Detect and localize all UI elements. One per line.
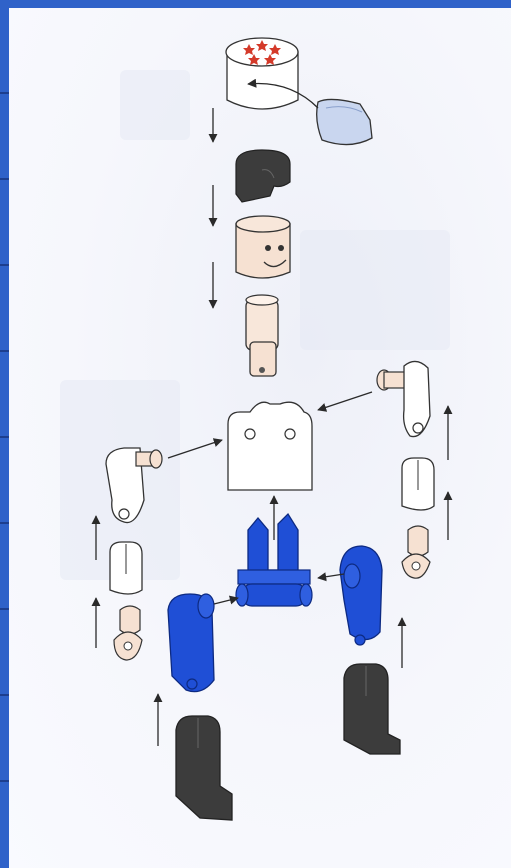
right-upper-arm-clip [401, 457, 435, 511]
ruler-tick [0, 694, 9, 696]
head-with-face [235, 215, 291, 279]
assembly-arrow [167, 438, 223, 459]
left-leg [167, 593, 215, 693]
torso [227, 401, 313, 491]
left-foot [175, 715, 233, 821]
ruler-tick [0, 92, 9, 94]
left-ruler-strip [0, 8, 9, 868]
hair-piece [235, 149, 291, 203]
background-ghost-shape [120, 70, 190, 140]
left-hand [113, 605, 143, 661]
assembly-arrow [317, 572, 345, 582]
ruler-tick [0, 350, 9, 352]
right-foot [343, 663, 401, 755]
top-border [0, 0, 511, 8]
background-ghost-shape [300, 230, 450, 350]
assembly-arrow [317, 391, 373, 412]
right-shoulder-joint [376, 360, 431, 438]
star-icon [243, 40, 281, 65]
ruler-tick [0, 522, 9, 524]
left-upper-arm-clip [109, 541, 143, 595]
ruler-tick [0, 608, 9, 610]
right-hand [401, 525, 431, 579]
assembly-arrow [213, 595, 239, 605]
helmet-with-stars [225, 37, 299, 110]
ruler-tick [0, 436, 9, 438]
right-leg [339, 545, 383, 646]
visor [316, 98, 373, 146]
ruler-tick [0, 780, 9, 782]
neck-connector [245, 294, 279, 377]
ruler-tick [0, 178, 9, 180]
left-shoulder-joint [105, 447, 163, 524]
assembly-arrow [247, 78, 319, 109]
hip-connector [235, 512, 313, 607]
ruler-tick [0, 264, 9, 266]
